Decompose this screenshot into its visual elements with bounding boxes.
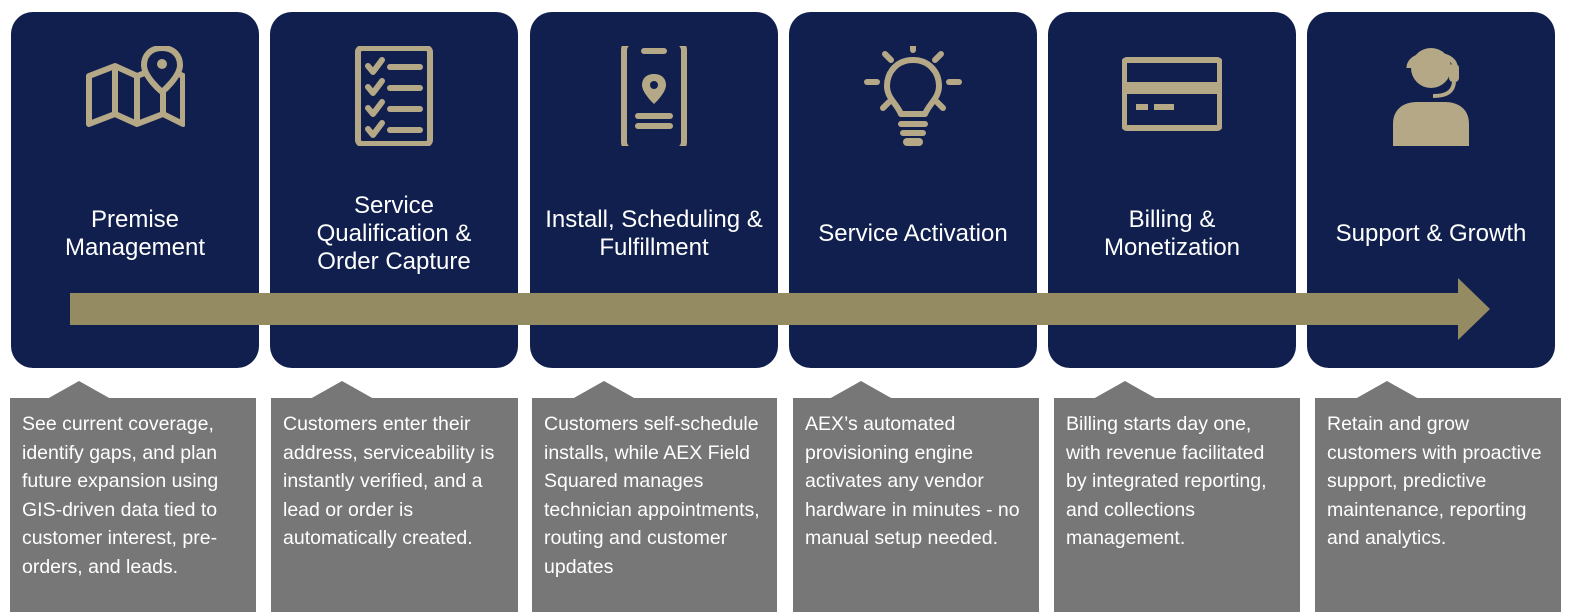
description-box-install-scheduling: Customers self-schedule installs, while …: [532, 398, 777, 612]
description-pointer: [572, 381, 636, 399]
description-pointer: [47, 381, 111, 399]
description-box-support-growth: Retain and grow customers with proactive…: [1315, 398, 1561, 612]
description-pointer: [829, 381, 893, 399]
checklist-icon: [344, 46, 444, 146]
stage-title: Service Activation: [818, 220, 1008, 247]
stage-title: Service Qualification & Order Capture: [316, 192, 472, 275]
process-flow-arrow: [70, 278, 1492, 340]
description-box-billing: Billing starts day one, with revenue fac…: [1054, 398, 1300, 612]
description-pointer: [1093, 381, 1157, 399]
stage-title: Billing & Monetization: [1103, 206, 1241, 261]
stage-title: Premise Management: [64, 206, 206, 261]
description-box-service-activation: AEX’s automated provisioning engine acti…: [793, 398, 1039, 612]
credit-card-icon: [1122, 46, 1222, 146]
map-pin-icon: [85, 46, 185, 146]
mobile-location-icon: [604, 46, 704, 146]
description-box-service-qualification: Customers enter their address, serviceab…: [271, 398, 518, 612]
description-pointer: [310, 381, 374, 399]
support-agent-icon: [1381, 46, 1481, 146]
description-pointer: [1355, 381, 1419, 399]
description-box-premise-management: See current coverage, identify gaps, and…: [10, 398, 256, 612]
stage-title: Install, Scheduling & Fulfillment: [545, 206, 763, 261]
lightbulb-icon: [863, 46, 963, 146]
stage-title: Support & Growth: [1335, 220, 1527, 247]
